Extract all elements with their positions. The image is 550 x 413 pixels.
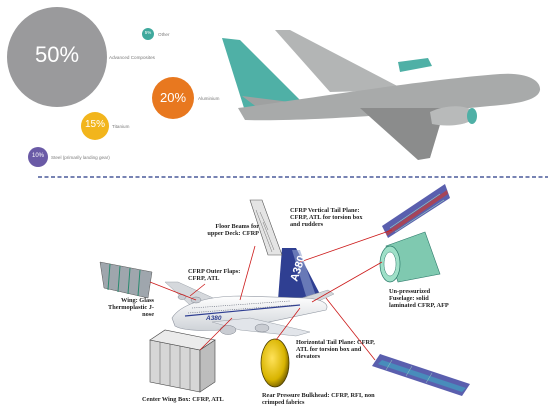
label-vertical-tail: CFRP Vertical Tail Plane: CFRP, ATL for … [290,207,363,229]
fuselage-top [238,73,541,121]
bubble-composites [7,7,107,107]
pointer-horizontal-tail [325,297,376,361]
percent-other: 5% [144,30,152,35]
a380-tail-stripe [292,250,316,296]
pointer-rear-bulkhead [275,307,301,341]
near-engine [430,106,476,126]
bubble-steel [28,147,48,167]
label-aluminium: Aluminium [198,96,220,101]
label-advanced-composites: Advanced Composites [109,55,155,60]
pointer-wing [149,281,197,301]
a380-engine-2 [254,323,270,333]
bubble-aluminium [152,77,194,119]
wing-thumbnail [99,261,153,299]
label-rear-bulkhead: Rear Pressure Bulkhead: CFRP, RFI, non c… [262,392,375,407]
a380-fuselage-stripe [184,304,301,317]
rear-bulkhead-thumbnail [260,338,290,388]
a380-engine-1 [219,325,237,335]
label-floor-beams: Floor Beams for upper Deck: CFRP [207,223,259,238]
fuselage-section-thumbnail [379,231,441,283]
percent-aluminium: 20% [159,90,187,105]
pointer-vertical-tail [299,229,393,263]
label-wing: Wing: Glass Thermoplastic J-nose [108,297,154,319]
far-engine [398,58,432,72]
label-fuselage: Un-pressurized Fuselage: solid laminated… [389,288,449,310]
a380-window-row-lower [187,304,296,314]
label-center-wing-box: Center Wing Box: CFRP, ATL [142,396,224,403]
percent-composites: 50% [34,42,80,67]
percent-steel: 10% [31,153,44,159]
floor-beams-thumbnail [249,199,283,256]
pointer-floor-beams [239,245,256,301]
label-titanium: Titanium [112,124,130,129]
percent-titanium: 15% [84,119,105,130]
bubble-titanium [81,112,109,140]
label-steel: Steel (primarily landing gear) [51,155,110,160]
pointer-center-wing-box [199,317,233,351]
near-wing [360,108,445,160]
vertical-tail-top [222,38,300,108]
pointer-fuselage [311,261,383,303]
a380-aircraft [164,248,335,337]
far-wing [275,30,405,92]
bubble-other [142,28,154,40]
label-outer-flaps: CFRP Outer Flaps: CFRP, ATL [188,268,241,283]
a380-window-row-upper [191,300,291,309]
horizontal-tail-thumbnail [372,354,470,396]
label-other: Other [158,32,170,37]
near-engine-intake [467,108,477,124]
pointer-outer-flaps [189,283,206,297]
label-horizontal-tail: Horizontal Tail Plane: CFRP, ATL for tor… [296,339,375,361]
fuselage-logo-text: A380 [205,315,222,322]
aircraft-top-silhouette [222,30,541,160]
center-wing-box-thumbnail [149,329,216,393]
vertical-tail-thumbnail [382,184,450,238]
pointer-lines [149,229,393,361]
